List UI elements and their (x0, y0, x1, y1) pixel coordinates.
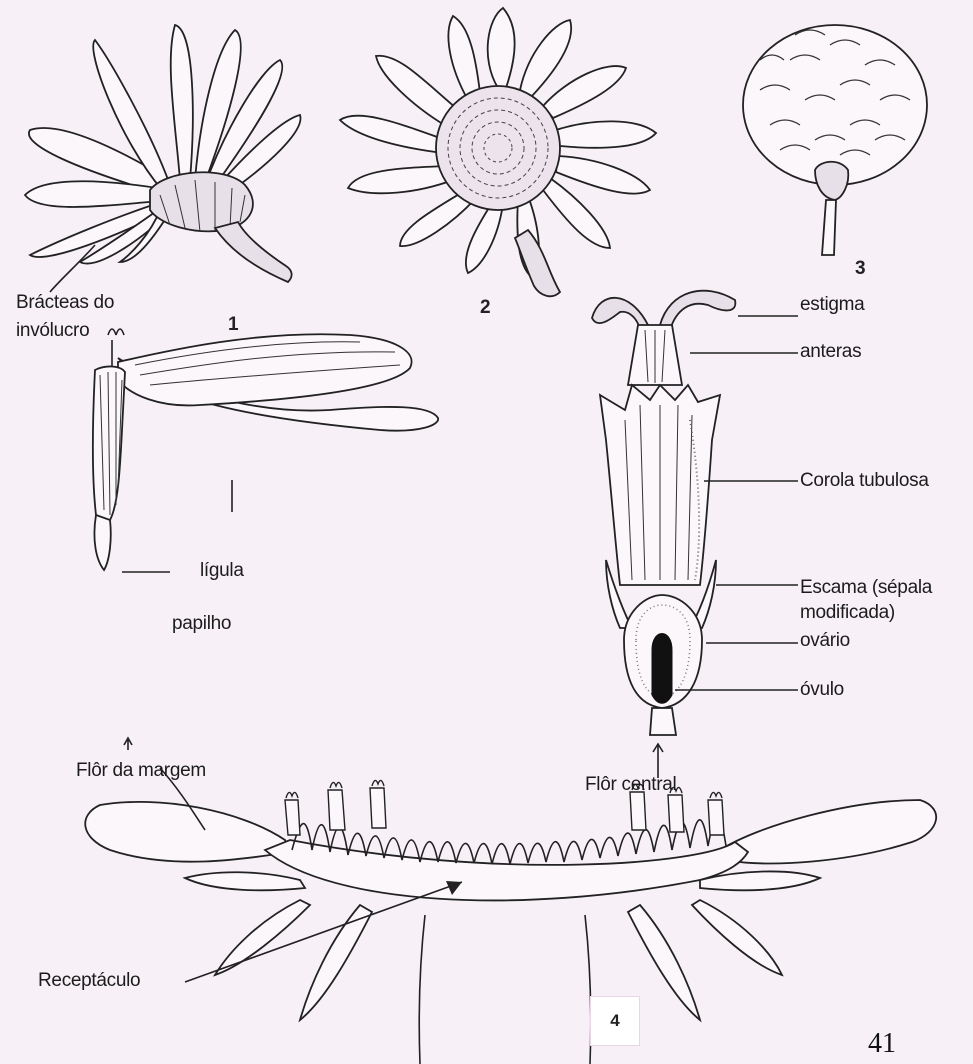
label-escama-line2: modificada) (800, 602, 895, 624)
label-ovario: ovário (800, 630, 850, 652)
label-bracteas-line2: invólucro (16, 320, 89, 342)
figure-3-number: 3 (855, 258, 866, 280)
figure-3-flower-head (743, 25, 927, 255)
label-ovulo: óvulo (800, 679, 844, 701)
figure-1-number: 1 (228, 314, 239, 336)
figure-2-number: 2 (480, 297, 491, 319)
figure-4-number: 4 (590, 996, 640, 1046)
label-receptaculo: Receptáculo (38, 970, 140, 992)
label-papilho: papilho (172, 613, 231, 635)
figure-1-flower-head (25, 25, 300, 292)
disc-floret (592, 291, 798, 778)
label-corola-tubulosa: Corola tubulosa (800, 470, 929, 492)
page-number: 41 (868, 1028, 896, 1060)
label-escama-line1: Escama (sépala (800, 577, 932, 599)
label-estigma: estigma (800, 294, 864, 316)
figure-4-receptacle (85, 738, 936, 1064)
label-anteras: anteras (800, 341, 861, 363)
label-ligula: lígula (200, 560, 244, 582)
figure-2-flower-head (340, 8, 656, 296)
label-flor-central: Flôr central (585, 774, 676, 796)
label-bracteas-line1: Brácteas do (16, 292, 114, 314)
label-flor-da-margem: Flôr da margem (76, 760, 206, 782)
ray-floret (93, 329, 438, 572)
